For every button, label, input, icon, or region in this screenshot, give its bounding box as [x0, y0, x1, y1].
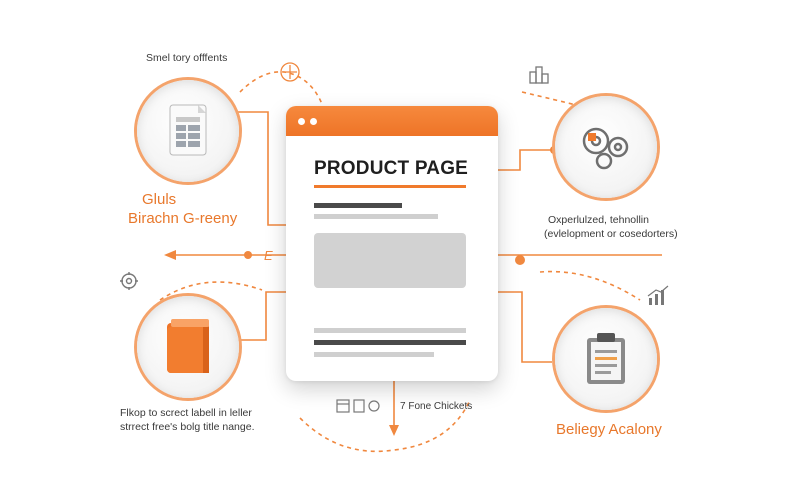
bottom-right-orange-label: Beliegy Acalony	[556, 421, 662, 438]
dashed-arc-bottom	[299, 399, 471, 453]
bottom-left-caption-1: Flkop to screct labell in leller	[120, 407, 252, 419]
text-line	[314, 328, 466, 333]
dot-right	[515, 255, 525, 265]
dashed-arc-bottom-left	[159, 281, 263, 301]
dashed-arc-top	[239, 71, 323, 105]
top-left-caption: Smel tory offfents	[146, 52, 228, 64]
text-line	[314, 214, 438, 219]
bottom-center-caption: 7 Fone Chickets	[400, 401, 473, 412]
title-underline	[314, 185, 466, 188]
dashed-arc-top-right	[521, 91, 581, 107]
left-orange-label-2: Birachn G-reeny	[128, 210, 238, 227]
right-caption-2: (evlelopment or cosedorters)	[544, 228, 678, 240]
window-dot	[310, 117, 317, 125]
settings-icon	[120, 272, 138, 290]
left-arrow-glyph: E	[264, 248, 273, 263]
document-node	[137, 80, 239, 182]
target-icon	[280, 62, 300, 82]
arrowhead-left	[164, 250, 176, 260]
clipboard-node	[555, 308, 657, 410]
page-title: PRODUCT PAGE	[314, 158, 469, 179]
bar-chart-icon	[647, 285, 669, 305]
text-line	[314, 340, 466, 345]
orange-folder-icon	[167, 319, 209, 373]
window-dot	[298, 117, 305, 125]
image-placeholder	[314, 233, 466, 288]
gears-icon	[582, 127, 629, 170]
left-orange-label-1: Gluls	[142, 191, 177, 208]
arrowhead-bottom	[389, 425, 399, 436]
window-title-bar	[286, 106, 498, 136]
calendar-icon	[336, 399, 380, 413]
dot-left	[244, 251, 252, 259]
clipboard-icon	[587, 333, 625, 384]
connector-top-right	[498, 149, 554, 171]
bottom-left-caption-2: strrect free's bolg title nange.	[120, 421, 255, 433]
gears-node	[555, 96, 657, 198]
text-line	[314, 203, 402, 208]
connector-top-left	[238, 111, 286, 226]
product-page-window: PRODUCT PAGE	[286, 106, 498, 381]
building-icon	[529, 66, 549, 84]
text-line	[314, 352, 434, 357]
connector-bottom-right	[498, 291, 552, 363]
right-caption-1: Oxperlulzed, tehnollin	[548, 214, 649, 226]
document-table-icon	[169, 104, 207, 156]
dashed-arc-right	[539, 270, 641, 301]
folder-node	[137, 296, 239, 398]
connector-bottom-left	[240, 291, 286, 341]
